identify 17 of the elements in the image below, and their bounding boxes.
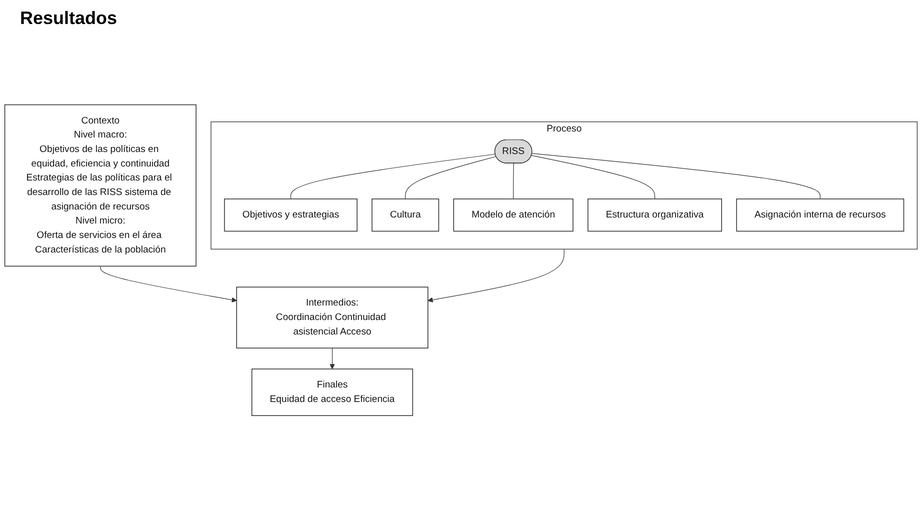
arrow [428, 249, 564, 303]
node-box: Intermedios: Coordinación Continuidad asistencial Acceso [236, 287, 428, 349]
arrow [100, 266, 237, 303]
results-heading: Resultados [20, 8, 118, 29]
node-box: Cultura [372, 198, 440, 232]
connector [532, 153, 820, 200]
connector [531, 155, 656, 200]
arrow [330, 348, 335, 370]
node-box: Asignación interna de recursos [736, 198, 904, 232]
connector [290, 154, 496, 200]
connector [405, 156, 496, 200]
node-box: Modelo de atención [453, 198, 574, 232]
node-box: Estructura organizativa [588, 198, 722, 232]
node-box: Contexto Nivel macro: Objetivos de las políticas en equidad, eficiencia y continuidad Estrategias de las políticas para el desarrollo de las RISS sistema de asignación de recursos Nivel micro: Oferta de servicios en el área Características de la población [4, 104, 196, 267]
node-box: Objetivos y estrategias [224, 198, 358, 232]
node-box: Finales Equidad de acceso Eficiencia [252, 368, 414, 416]
connector [513, 163, 514, 200]
